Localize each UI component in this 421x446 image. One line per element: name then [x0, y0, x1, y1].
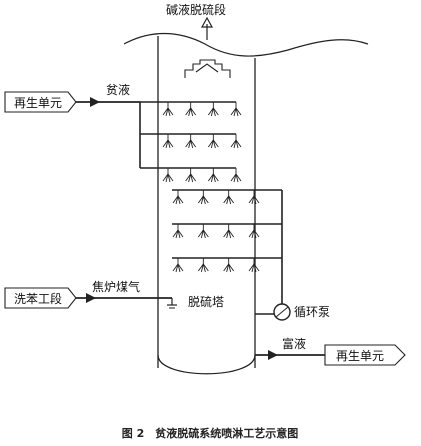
spray-nozzle: [197, 224, 209, 239]
lean-liquid-label: 贫液: [106, 82, 130, 97]
coke-gas-line: [76, 293, 177, 309]
spray-nozzle: [172, 224, 184, 239]
spray-nozzle: [172, 190, 184, 205]
benzene-wash-label: 洗苯工段: [14, 291, 62, 306]
right-circulation-header: [172, 189, 283, 294]
spray-nozzle: [172, 258, 184, 273]
spray-nozzle: [162, 102, 174, 117]
spray-nozzle: [185, 134, 197, 149]
lean-liquid-line: [76, 97, 140, 107]
figure-caption: 图 2 贫液脱硫系统喷淋工艺示意图: [122, 426, 298, 440]
coke-gas-label: 焦炉煤气: [92, 279, 140, 294]
spray-nozzle: [230, 102, 242, 117]
spray-nozzles: [162, 102, 260, 273]
regen-out-label: 再生单元: [336, 349, 384, 363]
spray-nozzle: [230, 134, 242, 149]
top-outlet-arrow: [200, 16, 214, 40]
top-outlet-label: 碱液脱硫段: [166, 2, 226, 17]
regen-out-tag: 再生单元: [324, 344, 406, 366]
spray-nozzle: [197, 190, 209, 205]
pump-label: 循环泵: [294, 305, 330, 319]
spray-nozzle: [185, 102, 197, 117]
tower-shell: [157, 36, 256, 375]
spray-nozzle: [248, 224, 260, 239]
spray-nozzle: [207, 102, 219, 117]
spray-nozzle: [223, 258, 235, 273]
benzene-wash-tag: 洗苯工段: [4, 287, 77, 309]
pump-symbol: [255, 294, 291, 321]
spray-nozzle: [162, 168, 174, 183]
spray-nozzle: [197, 258, 209, 273]
rich-liquid-line: [255, 350, 325, 360]
spray-nozzle: [185, 168, 197, 183]
spray-nozzle: [248, 258, 260, 273]
spray-nozzle: [207, 134, 219, 149]
spray-nozzle: [162, 134, 174, 149]
left-spray-header: [139, 101, 236, 169]
tower-label: 脱硫塔: [188, 294, 224, 309]
dam-cap: [195, 63, 219, 73]
tower-internal-dam: [184, 59, 231, 78]
spray-nozzle: [223, 224, 235, 239]
spray-nozzle: [230, 168, 242, 183]
regen-in-tag: 再生单元: [4, 91, 77, 113]
spray-nozzle: [248, 190, 260, 205]
regen-in-label: 再生单元: [14, 96, 62, 110]
spray-nozzle: [207, 168, 219, 183]
top-break-curve: [123, 32, 369, 57]
spray-nozzle: [223, 190, 235, 205]
rich-liquid-label: 富液: [282, 336, 306, 351]
